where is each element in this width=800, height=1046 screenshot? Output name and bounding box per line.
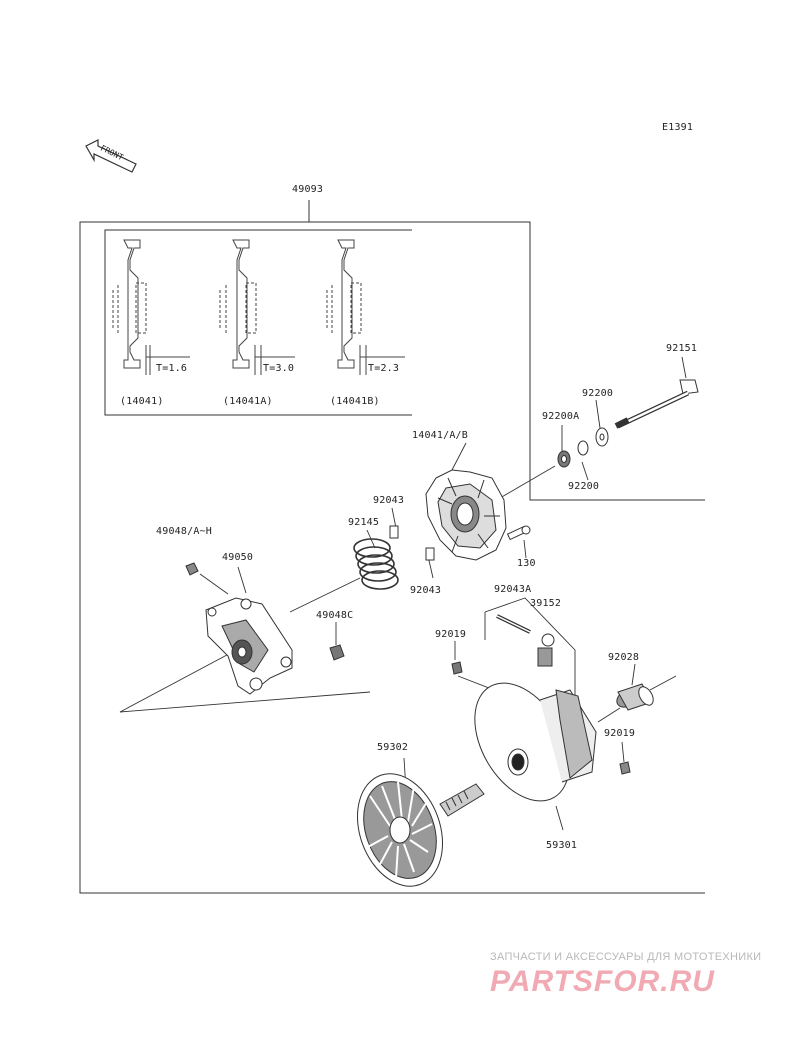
profile-14041	[112, 239, 190, 375]
inset-thickness-1: T=1.6	[156, 363, 188, 374]
profile-14041B	[326, 239, 405, 375]
nut-92019-right	[619, 761, 631, 775]
part-label-92200-bottom: 92200	[568, 481, 600, 492]
part-label-49048AH: 49048/A~H	[156, 526, 212, 537]
assembly-frame	[79, 221, 705, 894]
part-label-49048C: 49048C	[316, 610, 354, 621]
inset-profiles	[112, 239, 405, 375]
inset-part-1: (14041)	[120, 396, 164, 407]
pin-92043-bottom	[425, 547, 435, 561]
profile-14041A	[219, 239, 295, 375]
part-label-49050: 49050	[222, 552, 254, 563]
part-label-92200-top: 92200	[582, 388, 614, 399]
part-label-59302: 59302	[377, 742, 409, 753]
screw-130	[506, 525, 531, 541]
spring-92145	[353, 538, 399, 590]
nut-49048C	[329, 644, 345, 661]
spider-14041	[425, 469, 507, 561]
leader-lines	[119, 356, 687, 831]
part-label-59301: 59301	[546, 840, 578, 851]
part-label-92019-left: 92019	[435, 629, 467, 640]
watermark-tagline: ЗАПЧАСТИ И АКСЕССУАРЫ ДЛЯ МОТОТЕХНИКИ	[490, 951, 762, 963]
weight-arm-49050	[205, 597, 293, 695]
watermark-brand: PARTSFOR.RU	[490, 965, 715, 998]
part-label-92151: 92151	[666, 343, 698, 354]
part-label-130: 130	[517, 558, 536, 569]
bolt-92151	[614, 379, 699, 429]
part-label-92019-right: 92019	[604, 728, 636, 739]
part-label-92043-bottom: 92043	[410, 585, 442, 596]
nut-49048	[185, 562, 199, 576]
part-label-14041AB: 14041/A/B	[412, 430, 468, 441]
part-label-39152: 39152	[530, 598, 562, 609]
fixed-sheave-59302	[356, 773, 485, 887]
movable-sheave-59301	[474, 682, 597, 802]
front-direction-arrow-icon: FRONT	[85, 139, 137, 173]
inset-thickness-2: T=3.0	[263, 363, 295, 374]
part-label-92200A: 92200A	[542, 411, 580, 422]
inset-part-2: (14041A)	[223, 396, 273, 407]
part-label-92145: 92145	[348, 517, 380, 528]
diagram-code: E1391	[662, 122, 694, 133]
part-label-92043-top: 92043	[373, 495, 405, 506]
bushing-92028	[616, 683, 654, 711]
washer-92200-b	[577, 440, 589, 456]
inset-frame	[104, 229, 412, 416]
nut-92019-left	[451, 661, 463, 675]
part-label-92043A: 92043A	[494, 584, 532, 595]
pin-92043-top	[389, 525, 399, 539]
roller-39152	[537, 633, 555, 667]
part-label-92028: 92028	[608, 652, 640, 663]
inset-thickness-3: T=2.3	[368, 363, 400, 374]
part-label-49093: 49093	[292, 184, 324, 195]
inset-part-3: (14041B)	[330, 396, 380, 407]
